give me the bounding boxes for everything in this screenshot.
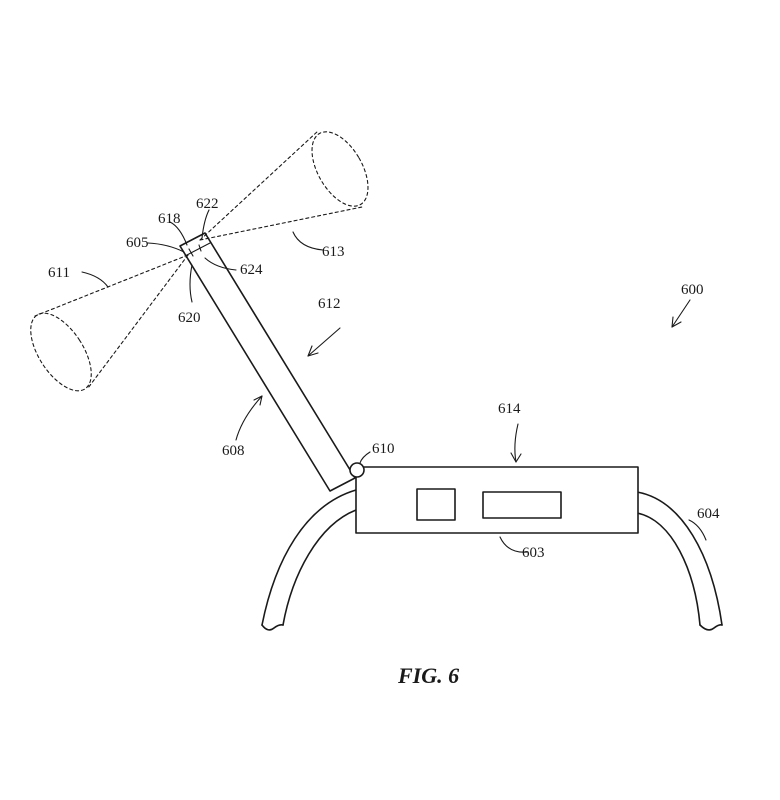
- cone-right: [199, 130, 369, 241]
- label-605: 605: [126, 235, 149, 251]
- figure-caption: FIG. 6: [397, 663, 459, 688]
- label-620: 620: [178, 310, 201, 326]
- label-600: 600: [681, 282, 704, 298]
- band: [261, 489, 723, 631]
- label-603: 603: [522, 545, 545, 561]
- label-624: 624: [240, 262, 263, 278]
- arm: [179, 232, 356, 492]
- label-613: 613: [322, 244, 345, 260]
- label-618: 618: [158, 211, 181, 227]
- leaders: [81, 209, 707, 553]
- label-608: 608: [222, 443, 245, 459]
- label-614: 614: [498, 401, 521, 417]
- label-622: 622: [196, 196, 219, 212]
- label-611: 611: [48, 265, 70, 281]
- label-612: 612: [318, 296, 341, 312]
- cone-left: [30, 254, 189, 392]
- label-604: 604: [697, 506, 720, 522]
- display-window-small: [416, 488, 456, 521]
- display-window-large: [482, 491, 562, 519]
- label-610: 610: [372, 441, 395, 457]
- hinge: [349, 462, 365, 478]
- tip-detail: [188, 244, 202, 257]
- housing: [355, 466, 639, 534]
